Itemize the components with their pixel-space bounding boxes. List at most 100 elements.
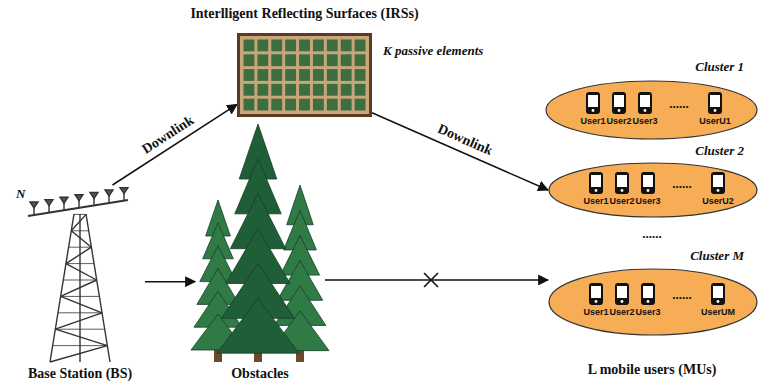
passive-element — [313, 99, 324, 111]
antenna-bar — [28, 200, 128, 216]
tower-brace — [66, 247, 91, 263]
user-label: User2 — [606, 116, 631, 126]
phone-icon — [640, 171, 656, 195]
user-label: User1 — [583, 307, 608, 317]
passive-element — [355, 54, 366, 66]
phone-body — [586, 92, 600, 114]
passive-element — [355, 84, 366, 96]
tower-rung — [61, 296, 100, 297]
user-label: User3 — [635, 196, 660, 206]
tower-rung — [74, 214, 86, 215]
tower-leg — [50, 214, 74, 362]
irs-surface — [237, 33, 372, 117]
users-label: L mobile users (MUs) — [588, 362, 717, 378]
tower-brace — [71, 231, 91, 247]
passive-element — [341, 99, 352, 111]
passive-element — [313, 69, 324, 81]
user-label: UserU1 — [699, 116, 731, 126]
phone-body — [711, 172, 725, 194]
phone-button — [621, 300, 624, 303]
passive-element — [257, 84, 268, 96]
phone-button — [714, 109, 717, 112]
passive-element — [327, 40, 338, 52]
user-label: User2 — [609, 307, 634, 317]
tree-tier — [217, 298, 299, 353]
passive-element — [257, 99, 268, 111]
bs-tower — [28, 188, 128, 362]
phone-screen — [617, 286, 627, 298]
tower-brace — [50, 346, 107, 362]
phone-screen — [710, 95, 720, 107]
passive-element — [285, 69, 296, 81]
element-count: K passive elements — [383, 43, 483, 59]
passive-element — [299, 84, 310, 96]
passive-element — [313, 40, 324, 52]
phone-screen — [713, 175, 723, 187]
phone-screen — [643, 286, 653, 298]
phone-body — [638, 92, 652, 114]
passive-element — [271, 69, 282, 81]
passive-element — [299, 40, 310, 52]
passive-element — [271, 54, 282, 66]
user-cluster: Cluster 2User1User2User3......UserU2 — [548, 162, 758, 218]
tower-rung — [69, 247, 92, 248]
phone-screen — [614, 95, 624, 107]
antenna-element — [90, 192, 98, 198]
phone-screen — [643, 175, 653, 187]
passive-element — [271, 84, 282, 96]
downlink-arrow — [113, 104, 238, 185]
antenna-element — [120, 188, 128, 194]
user-label: UserU2 — [702, 196, 734, 206]
phone-icon — [588, 282, 604, 306]
user-label: UserUM — [701, 307, 735, 317]
passive-element — [327, 84, 338, 96]
phone-screen — [617, 175, 627, 187]
phone-button — [621, 189, 624, 192]
passive-element — [244, 99, 255, 111]
phone-icon — [588, 171, 604, 195]
user-cluster: Cluster MUser1User2User3......UserUM — [548, 268, 758, 336]
irs-title: Interlligent Reflecting Surfaces (IRSs) — [190, 6, 418, 22]
phone-body — [641, 283, 655, 305]
irs-frame — [239, 35, 371, 116]
passive-element — [341, 40, 352, 52]
antenna-element — [75, 195, 83, 201]
phone-screen — [640, 95, 650, 107]
passive-element — [244, 40, 255, 52]
phone-button — [717, 189, 720, 192]
phone-button — [618, 109, 621, 112]
tower-rung — [66, 263, 94, 264]
phone-icon — [707, 91, 723, 115]
passive-element — [257, 69, 268, 81]
phone-button — [717, 300, 720, 303]
downlink-arrow — [372, 113, 548, 190]
passive-element — [244, 69, 255, 81]
phone-body — [589, 283, 603, 305]
user-label: User3 — [632, 116, 657, 126]
cluster-label: Cluster M — [690, 248, 744, 264]
phone-button — [595, 189, 598, 192]
phone-body — [589, 172, 603, 194]
downlink-arrow — [145, 281, 195, 283]
passive-element — [244, 54, 255, 66]
downlink-arrow — [325, 279, 548, 281]
passive-element — [285, 40, 296, 52]
obstacle-label: Obstacles — [231, 366, 289, 382]
passive-element — [341, 54, 352, 66]
tower-rung — [71, 230, 88, 231]
user-label: User2 — [609, 196, 634, 206]
cluster-label: Cluster 2 — [695, 143, 744, 159]
passive-element — [244, 84, 255, 96]
tower-rung — [55, 329, 104, 330]
edge-label: Downlink — [433, 121, 497, 161]
tower-rung — [63, 280, 96, 281]
ellipsis: ...... — [672, 287, 692, 303]
phone-icon — [611, 91, 627, 115]
phone-body — [708, 92, 722, 114]
passive-element — [285, 99, 296, 111]
passive-element — [285, 84, 296, 96]
antenna-element — [105, 190, 113, 196]
base-station: Base Station (BS) — [15, 185, 145, 363]
tower-brace — [55, 329, 107, 345]
